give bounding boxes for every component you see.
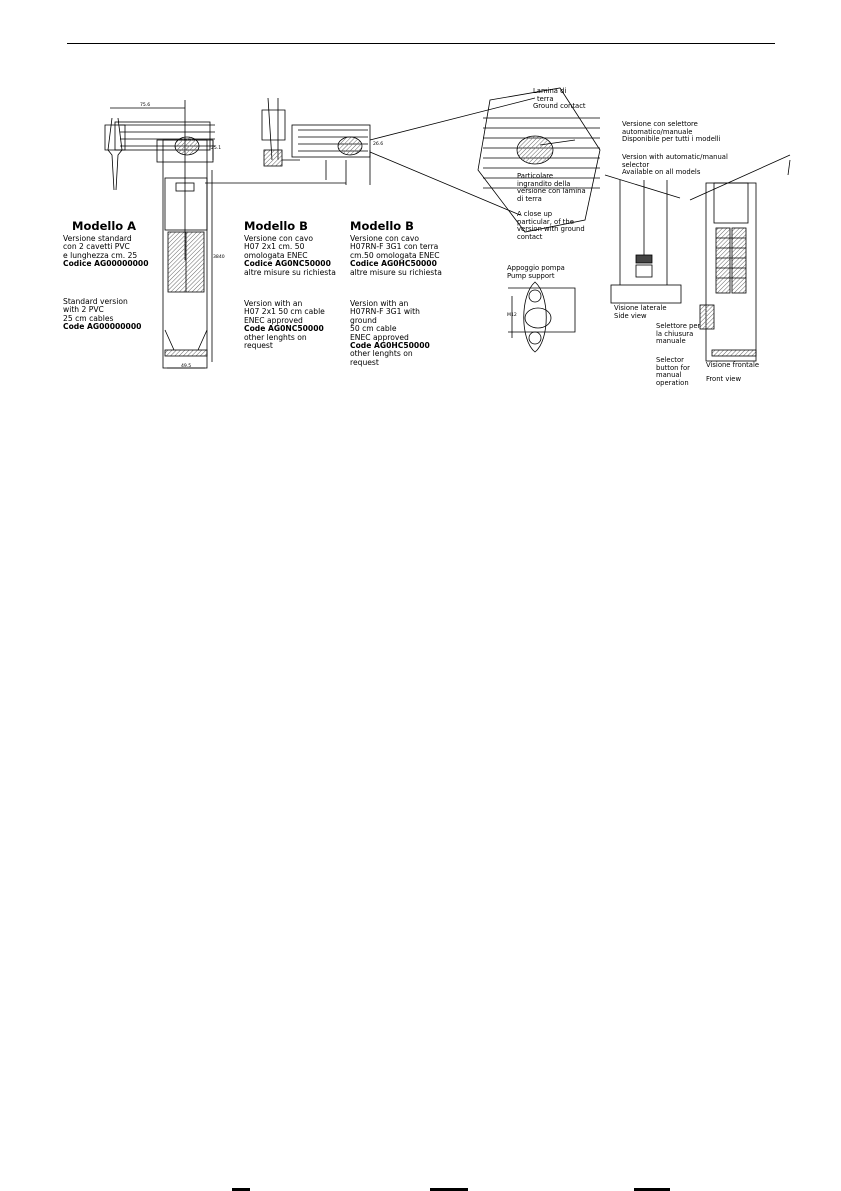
dim-bottom: 49.5 xyxy=(181,364,192,369)
model-a-drawing xyxy=(104,100,215,369)
pump-support-drawing xyxy=(508,281,576,353)
dim-a-top: 25.1 xyxy=(211,146,222,151)
ground-contact-detail xyxy=(477,87,601,233)
technical-drawing xyxy=(104,87,791,369)
dim-width: 75.6 xyxy=(140,103,151,108)
model-b2-title: Modello B xyxy=(350,219,414,233)
dim-b-top: 26.6 xyxy=(373,142,384,147)
model-b-drawing xyxy=(205,97,536,216)
dim-height: 3840 xyxy=(213,255,225,260)
dim-pump: M12 xyxy=(507,313,517,318)
top-rule xyxy=(67,43,775,44)
model-b1-title: Modello B xyxy=(244,219,308,233)
front-view-drawing xyxy=(689,154,791,362)
footer-mark xyxy=(634,1188,670,1191)
side-view-drawing xyxy=(604,174,682,304)
footer-mark xyxy=(232,1188,250,1191)
model-a-title: Modello A xyxy=(72,219,137,233)
footer-mark xyxy=(430,1188,468,1191)
